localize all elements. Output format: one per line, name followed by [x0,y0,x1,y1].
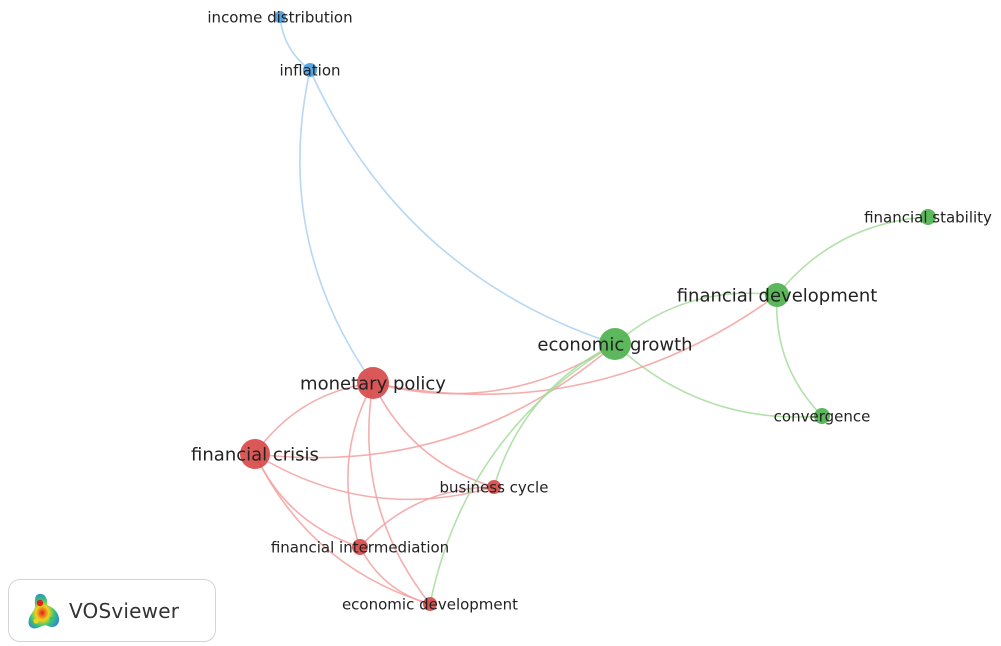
node-layer [240,11,936,611]
edge-financial-crisis-economic-development [254,453,431,605]
node-financial-stability[interactable] [920,209,936,225]
edge-economic-growth-business-cycle [493,343,616,488]
node-financial-intermediation[interactable] [352,539,368,555]
edge-financial-stability-financial-development [776,216,929,296]
node-label-financial-crisis: financial crisis [191,444,319,465]
node-label-business-cycle: business cycle [440,478,549,496]
node-financial-development[interactable] [765,283,789,307]
edge-financial-development-economic-growth [614,292,778,345]
edge-financial-crisis-business-cycle [254,453,495,501]
node-monetary-policy[interactable] [357,367,389,399]
node-label-income-distribution: income distribution [207,8,352,26]
vosviewer-logo-text: VOSviewer [69,598,180,623]
edge-inflation-economic-growth [309,69,616,345]
edge-economic-growth-economic-development [429,343,616,605]
node-label-financial-development: financial development [677,285,878,306]
node-inflation[interactable] [303,63,317,77]
node-business-cycle[interactable] [487,480,501,494]
label-layer: income distribution inflation financial st… [191,8,992,613]
node-income-distribution[interactable] [274,11,286,23]
node-economic-growth[interactable] [599,328,631,360]
node-label-economic-growth: economic growth [537,334,692,355]
edge-monetary-policy-financial-development [372,294,778,396]
vosviewer-density-icon [28,593,60,628]
edge-financial-development-convergence [775,294,823,417]
node-label-financial-intermediation: financial intermediation [271,538,449,556]
edge-layer [254,16,929,605]
edge-inflation-monetary-policy [299,69,374,384]
vosviewer-logo: VOSviewer [8,579,216,642]
edge-monetary-policy-financial-crisis [254,382,374,455]
edge-financial-crisis-economic-growth [254,343,616,459]
node-label-inflation: inflation [279,61,340,79]
node-convergence[interactable] [814,408,830,424]
node-label-convergence: convergence [774,407,871,425]
edge-economic-growth-convergence [614,343,823,418]
node-economic-development[interactable] [423,597,437,611]
edge-financial-crisis-financial-intermediation [254,453,361,548]
node-label-economic-development: economic development [342,595,518,613]
edge-financial-intermediation-economic-development [359,546,431,605]
edge-monetary-policy-business-cycle [372,382,495,488]
edge-business-cycle-financial-intermediation [359,486,495,548]
node-label-financial-stability: financial stability [864,208,992,226]
node-financial-crisis[interactable] [240,439,270,469]
edge-monetary-policy-economic-development [368,382,431,605]
node-label-monetary-policy: monetary policy [300,373,446,394]
edge-monetary-policy-financial-intermediation [347,382,374,548]
